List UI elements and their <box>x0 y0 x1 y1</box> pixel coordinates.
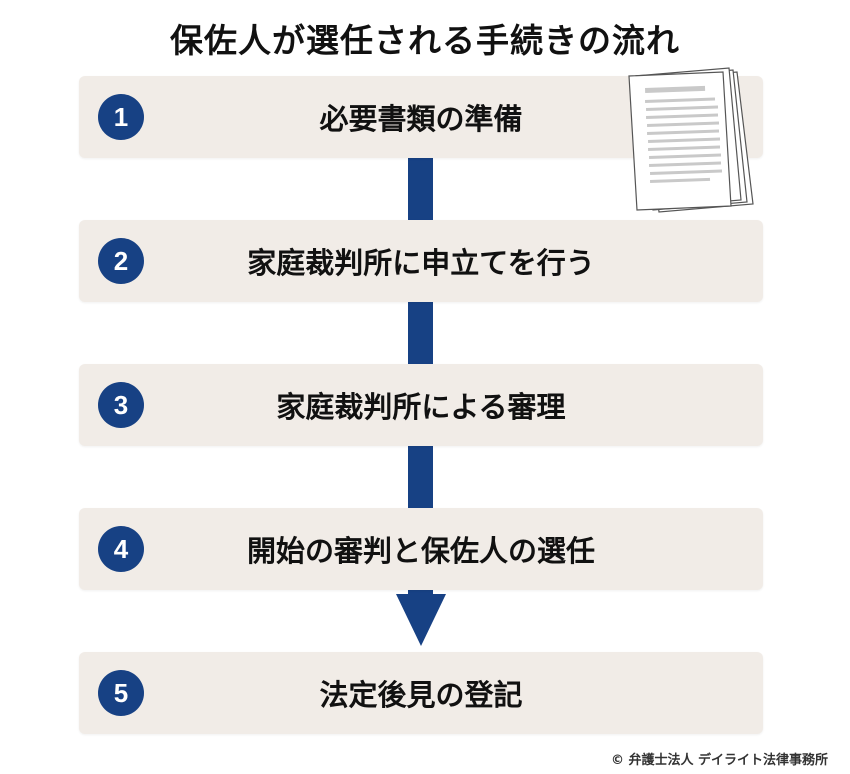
step-4: 4 開始の審判と保佐人の選任 <box>79 508 763 590</box>
copyright-text: © 弁護士法人 デイライト法律事務所 <box>610 753 828 768</box>
step-label: 開始の審判と保佐人の選任 <box>246 534 595 568</box>
step-label: 法定後見の登記 <box>319 678 523 712</box>
step-label: 必要書類の準備 <box>319 102 523 136</box>
connector-1-2 <box>408 158 433 220</box>
step-2: 2 家庭裁判所に申立てを行う <box>79 220 763 302</box>
step-number-badge: 5 <box>98 670 144 716</box>
arrow-4-5-shaft <box>408 588 433 598</box>
step-3: 3 家庭裁判所による審理 <box>79 364 763 446</box>
connector-3-4 <box>408 446 433 508</box>
step-number-badge: 4 <box>98 526 144 572</box>
step-label: 家庭裁判所に申立てを行う <box>247 246 595 280</box>
step-number-badge: 3 <box>98 382 144 428</box>
arrow-down-icon <box>396 594 446 646</box>
step-5: 5 法定後見の登記 <box>79 652 763 734</box>
step-number-badge: 1 <box>98 94 144 140</box>
step-number-badge: 2 <box>98 238 144 284</box>
step-label: 家庭裁判所による審理 <box>276 390 566 424</box>
documents-icon <box>628 67 754 213</box>
connector-2-3 <box>408 302 433 364</box>
diagram-title: 保佐人が選任される手続きの流れ <box>170 21 680 60</box>
